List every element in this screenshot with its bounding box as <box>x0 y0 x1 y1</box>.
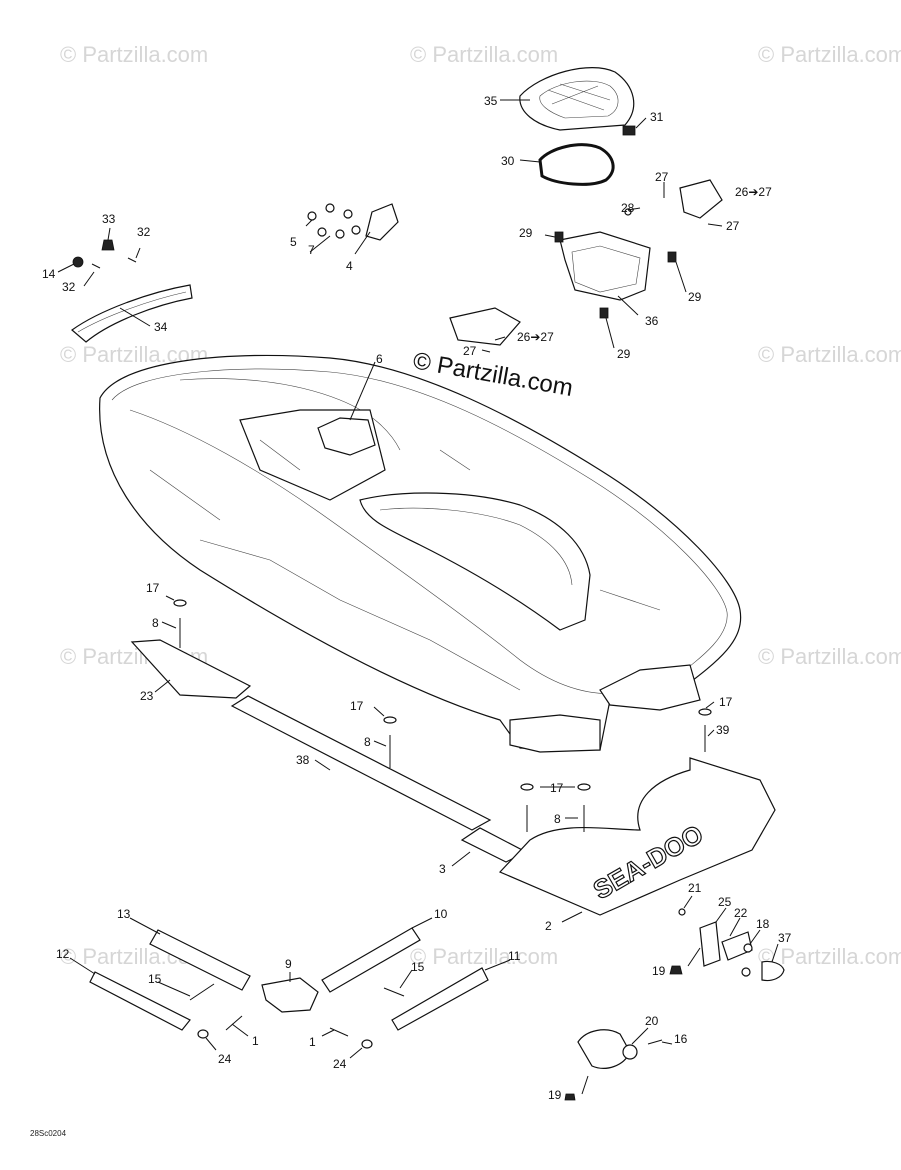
callout-8c: 8 <box>554 812 561 826</box>
watermark-text: © Partzilla.com <box>758 644 901 669</box>
callout-23: 23 <box>140 689 154 703</box>
callout-1b: 1 <box>309 1035 316 1049</box>
callout-9: 9 <box>285 957 292 971</box>
callout-32b: 32 <box>62 280 76 294</box>
callout-27b: 27 <box>726 219 740 233</box>
storage-cover-assembly <box>519 67 636 186</box>
callout-29c: 29 <box>617 347 631 361</box>
watermark-text: © Partzilla.com <box>410 42 558 67</box>
grab-handle-assembly <box>71 239 193 343</box>
fastener-group-upper <box>307 203 399 241</box>
callout-29b: 29 <box>688 290 702 304</box>
lower-right-parts <box>564 908 785 1101</box>
callout-3: 3 <box>439 862 446 876</box>
callout-4: 4 <box>346 259 353 273</box>
callout-32a: 32 <box>137 225 151 239</box>
callout-24b: 24 <box>333 1057 347 1071</box>
callout-17a: 17 <box>146 581 160 595</box>
callout-15a: 15 <box>148 972 162 986</box>
callout-5: 5 <box>290 235 297 249</box>
callout-18: 18 <box>756 917 770 931</box>
callout-20: 20 <box>645 1014 659 1028</box>
mat-38 <box>230 695 492 831</box>
callout-16: 16 <box>674 1032 688 1046</box>
watermark-text: © Partzilla.com <box>60 42 208 67</box>
callout-15b: 15 <box>411 960 425 974</box>
callout-1a: 1 <box>252 1034 259 1048</box>
callout-10: 10 <box>434 907 448 921</box>
leader-lines <box>57 99 779 1095</box>
callout-29a: 29 <box>519 226 533 240</box>
callout-2: 2 <box>545 919 552 933</box>
callout-7: 7 <box>308 243 315 257</box>
callout-30: 30 <box>501 154 515 168</box>
pins-and-plugs <box>173 599 712 832</box>
callout-13: 13 <box>117 907 131 921</box>
callout-34: 34 <box>154 320 168 334</box>
watermark-text: © Partzilla.com <box>758 42 901 67</box>
callout-38: 38 <box>296 753 310 767</box>
storage-bin-assembly <box>449 179 723 346</box>
callout-11: 11 <box>508 949 521 963</box>
callout-26b: 26➔27 <box>517 330 554 344</box>
callout-36: 36 <box>645 314 659 328</box>
callout-8a: 8 <box>152 616 159 630</box>
callout-6: 6 <box>376 352 383 366</box>
watermark-text: © Partzilla.com <box>758 944 901 969</box>
callout-26a: 26➔27 <box>735 185 772 199</box>
callout-21: 21 <box>688 881 702 895</box>
callout-31: 31 <box>650 110 664 124</box>
callout-35: 35 <box>484 94 498 108</box>
hull-body <box>99 354 742 753</box>
callout-27c: 27 <box>463 344 477 358</box>
callout-19a: 19 <box>652 964 666 978</box>
latch-part-31 <box>622 125 636 136</box>
callout-22: 22 <box>734 906 748 920</box>
figure-code: 28Sc0204 <box>30 1129 67 1138</box>
watermark-text: © Partzilla.com <box>758 342 901 367</box>
mat-23 <box>130 639 252 699</box>
callout-17c: 17 <box>550 781 564 795</box>
mat-2: SEA-DOO <box>498 757 776 916</box>
callout-12: 12 <box>56 947 70 961</box>
lower-rails <box>89 927 489 1049</box>
callout-27a: 27 <box>655 170 669 184</box>
callout-24a: 24 <box>218 1052 232 1066</box>
callout-37: 37 <box>778 931 792 945</box>
callout-17b: 17 <box>350 699 364 713</box>
callout-8b: 8 <box>364 735 371 749</box>
callout-33: 33 <box>102 212 116 226</box>
callout-39: 39 <box>716 723 730 737</box>
callout-14: 14 <box>42 267 56 281</box>
callout-17d: 17 <box>719 695 733 709</box>
callout-28: 28 <box>621 201 635 215</box>
watermark-text: © Partzilla.com <box>410 944 558 969</box>
callout-19b: 19 <box>548 1088 562 1102</box>
callout-labels: 35 31 30 27 26➔27 28 27 29 29 36 29 26➔2… <box>42 94 792 1102</box>
callout-25: 25 <box>718 895 732 909</box>
